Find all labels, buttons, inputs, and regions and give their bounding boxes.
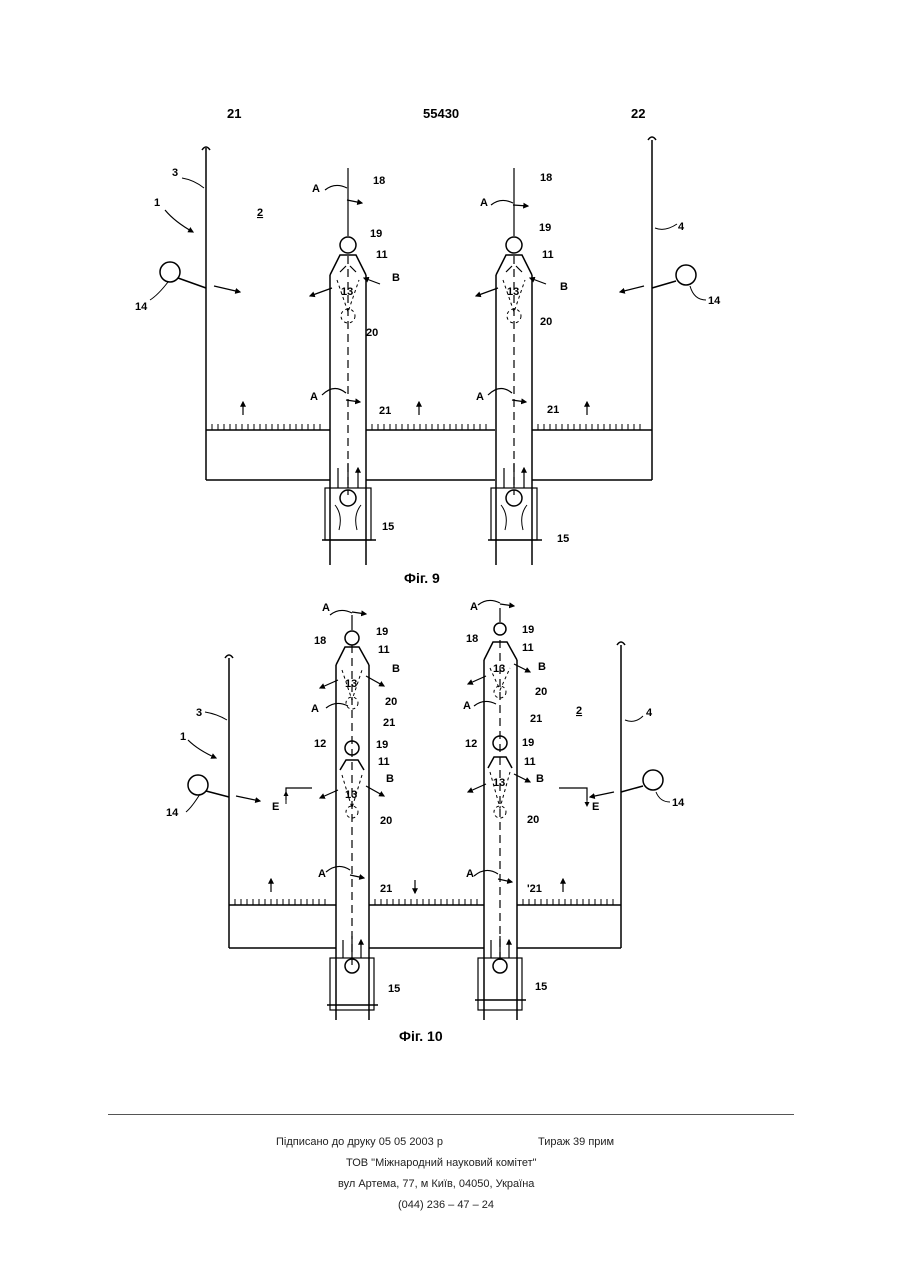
label-12-r: 12: [465, 738, 477, 750]
label-21-rc: '21: [527, 883, 542, 895]
label-4: 4: [678, 221, 685, 233]
label-20-r: 20: [540, 316, 552, 328]
label-11-r: 11: [542, 249, 554, 261]
label-3: 3: [196, 707, 202, 719]
label-19-r: 19: [539, 222, 551, 234]
label-1: 1: [180, 731, 186, 743]
label-B: B: [392, 272, 400, 284]
label-18: 18: [314, 635, 326, 647]
label-B: B: [392, 663, 400, 675]
label-19-r: 19: [522, 624, 534, 636]
scale-ticks: [235, 899, 613, 905]
scale-ticks: [212, 424, 640, 430]
label-A: A: [312, 183, 320, 195]
label-1: 1: [154, 197, 160, 209]
label-13-rb: 13: [493, 777, 505, 789]
label-A-r-mid: A: [463, 700, 471, 712]
imprint-signed: Підписано до друку 05 05 2003 р: [276, 1136, 443, 1148]
label-12: 12: [314, 738, 326, 750]
label-18-r: 18: [540, 172, 552, 184]
label-13: 13: [341, 286, 353, 298]
label-E-r: E: [592, 801, 599, 813]
right-wall-break: [648, 137, 656, 140]
figure-9-labels: 3 1 2 4 14 14 18 19 11 13 20 21 15 A A B…: [135, 167, 721, 586]
label-B-rb: B: [536, 773, 544, 785]
label-A-r-lower: A: [476, 391, 484, 403]
figure-10-labels: 3 1 2 4 14 14 18 19 11 13 20 21 12 19 11…: [166, 601, 685, 1044]
label-21: 21: [383, 717, 395, 729]
label-A-r: A: [470, 601, 478, 613]
label-A-lower: A: [318, 868, 326, 880]
label-15: 15: [388, 983, 400, 995]
label-18: 18: [373, 175, 385, 187]
label-A-lower: A: [310, 391, 318, 403]
label-13-b: 13: [345, 789, 357, 801]
label-19: 19: [370, 228, 382, 240]
figure-9-caption: Фіг. 9: [404, 570, 440, 586]
label-20-b: 20: [380, 815, 392, 827]
label-11: 11: [378, 644, 390, 656]
label-B-r: B: [560, 281, 568, 293]
label-A-r: A: [480, 197, 488, 209]
imprint-phone: (044) 236 – 47 – 24: [398, 1199, 494, 1211]
label-11-b: 11: [378, 756, 390, 768]
column-left: [320, 610, 384, 1020]
label-E: E: [272, 801, 279, 813]
label-2: 2: [257, 207, 263, 219]
label-A-r-lower: A: [466, 868, 474, 880]
label-B-b: B: [386, 773, 394, 785]
label-20-rb: 20: [527, 814, 539, 826]
label-19-rb: 19: [522, 737, 534, 749]
label-2: 2: [576, 705, 582, 717]
label-19: 19: [376, 626, 388, 638]
label-14: 14: [166, 807, 179, 819]
label-14: 14: [135, 301, 148, 313]
label-11: 11: [376, 249, 388, 261]
label-11-rb: 11: [524, 756, 536, 768]
nozzle-left: [188, 775, 208, 795]
imprint-address: вул Артема, 77, м Київ, 04050, Україна: [338, 1178, 534, 1190]
imprint-org: ТОВ "Міжнародний науковий комітет": [346, 1157, 537, 1169]
footer-divider: [108, 1114, 794, 1115]
label-A: A: [322, 602, 330, 614]
label-21: 21: [379, 405, 391, 417]
label-21-r: 21: [547, 404, 559, 416]
figure-10-caption: Фіг. 10: [399, 1028, 443, 1044]
label-A-mid: A: [311, 703, 319, 715]
label-15: 15: [382, 521, 394, 533]
label-21-r: 21: [530, 713, 542, 725]
label-21-c: 21: [380, 883, 392, 895]
label-B-r: B: [538, 661, 546, 673]
label-14b: 14: [708, 295, 721, 307]
label-18-r: 18: [466, 633, 478, 645]
imprint-run: Тираж 39 прим: [538, 1136, 614, 1148]
figure-9: [150, 137, 706, 565]
label-4: 4: [646, 707, 653, 719]
label-3: 3: [172, 167, 178, 179]
label-15-r: 15: [557, 533, 569, 545]
label-13-r: 13: [493, 663, 505, 675]
column-right: [476, 168, 546, 565]
label-13-r: 13: [507, 286, 519, 298]
nozzle-right: [643, 770, 663, 790]
label-20: 20: [366, 327, 378, 339]
label-14b: 14: [672, 797, 685, 809]
nozzle-left: [160, 262, 180, 282]
label-20: 20: [385, 696, 397, 708]
label-11-r: 11: [522, 642, 534, 654]
nozzle-right: [676, 265, 696, 285]
label-19-b: 19: [376, 739, 388, 751]
label-20-r: 20: [535, 686, 547, 698]
label-15-r: 15: [535, 981, 547, 993]
label-13: 13: [345, 678, 357, 690]
